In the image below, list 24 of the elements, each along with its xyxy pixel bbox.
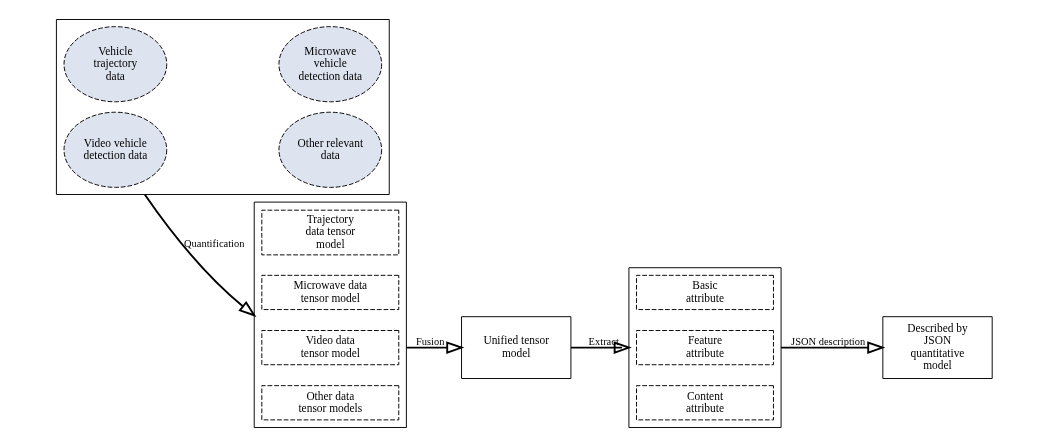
node-ellipse: Microwave vehicle detection data [277,26,382,103]
edge-label: Quantification [183,237,244,249]
edge-label: JSON description [790,335,865,347]
node-ellipse: Other relevant data [277,111,382,188]
edge-label: Fusion [415,335,444,347]
cluster [253,201,407,428]
node-box: Trajectory data tensor model [260,209,399,256]
node-ellipse: Vehicle trajectory data [63,26,167,103]
node-box: Content attribute [635,385,774,421]
node-ellipse: Video vehicle detection data [63,111,167,188]
edge-label: Extract [588,335,619,347]
node-box: Unified tensor model [460,316,571,379]
node-box: Feature attribute [635,330,774,366]
node-box: Described by JSON quantitative model [881,316,993,379]
cluster [55,19,390,195]
node-box: Other data tensor models [260,385,399,421]
arrow [779,341,885,354]
arrow [569,341,632,354]
arrow [143,193,256,318]
arrow [404,341,464,354]
cluster [627,267,782,428]
node-box: Video data tensor model [260,330,399,366]
node-box: Microwave data tensor model [260,274,399,311]
node-box: Basic attribute [635,274,774,311]
